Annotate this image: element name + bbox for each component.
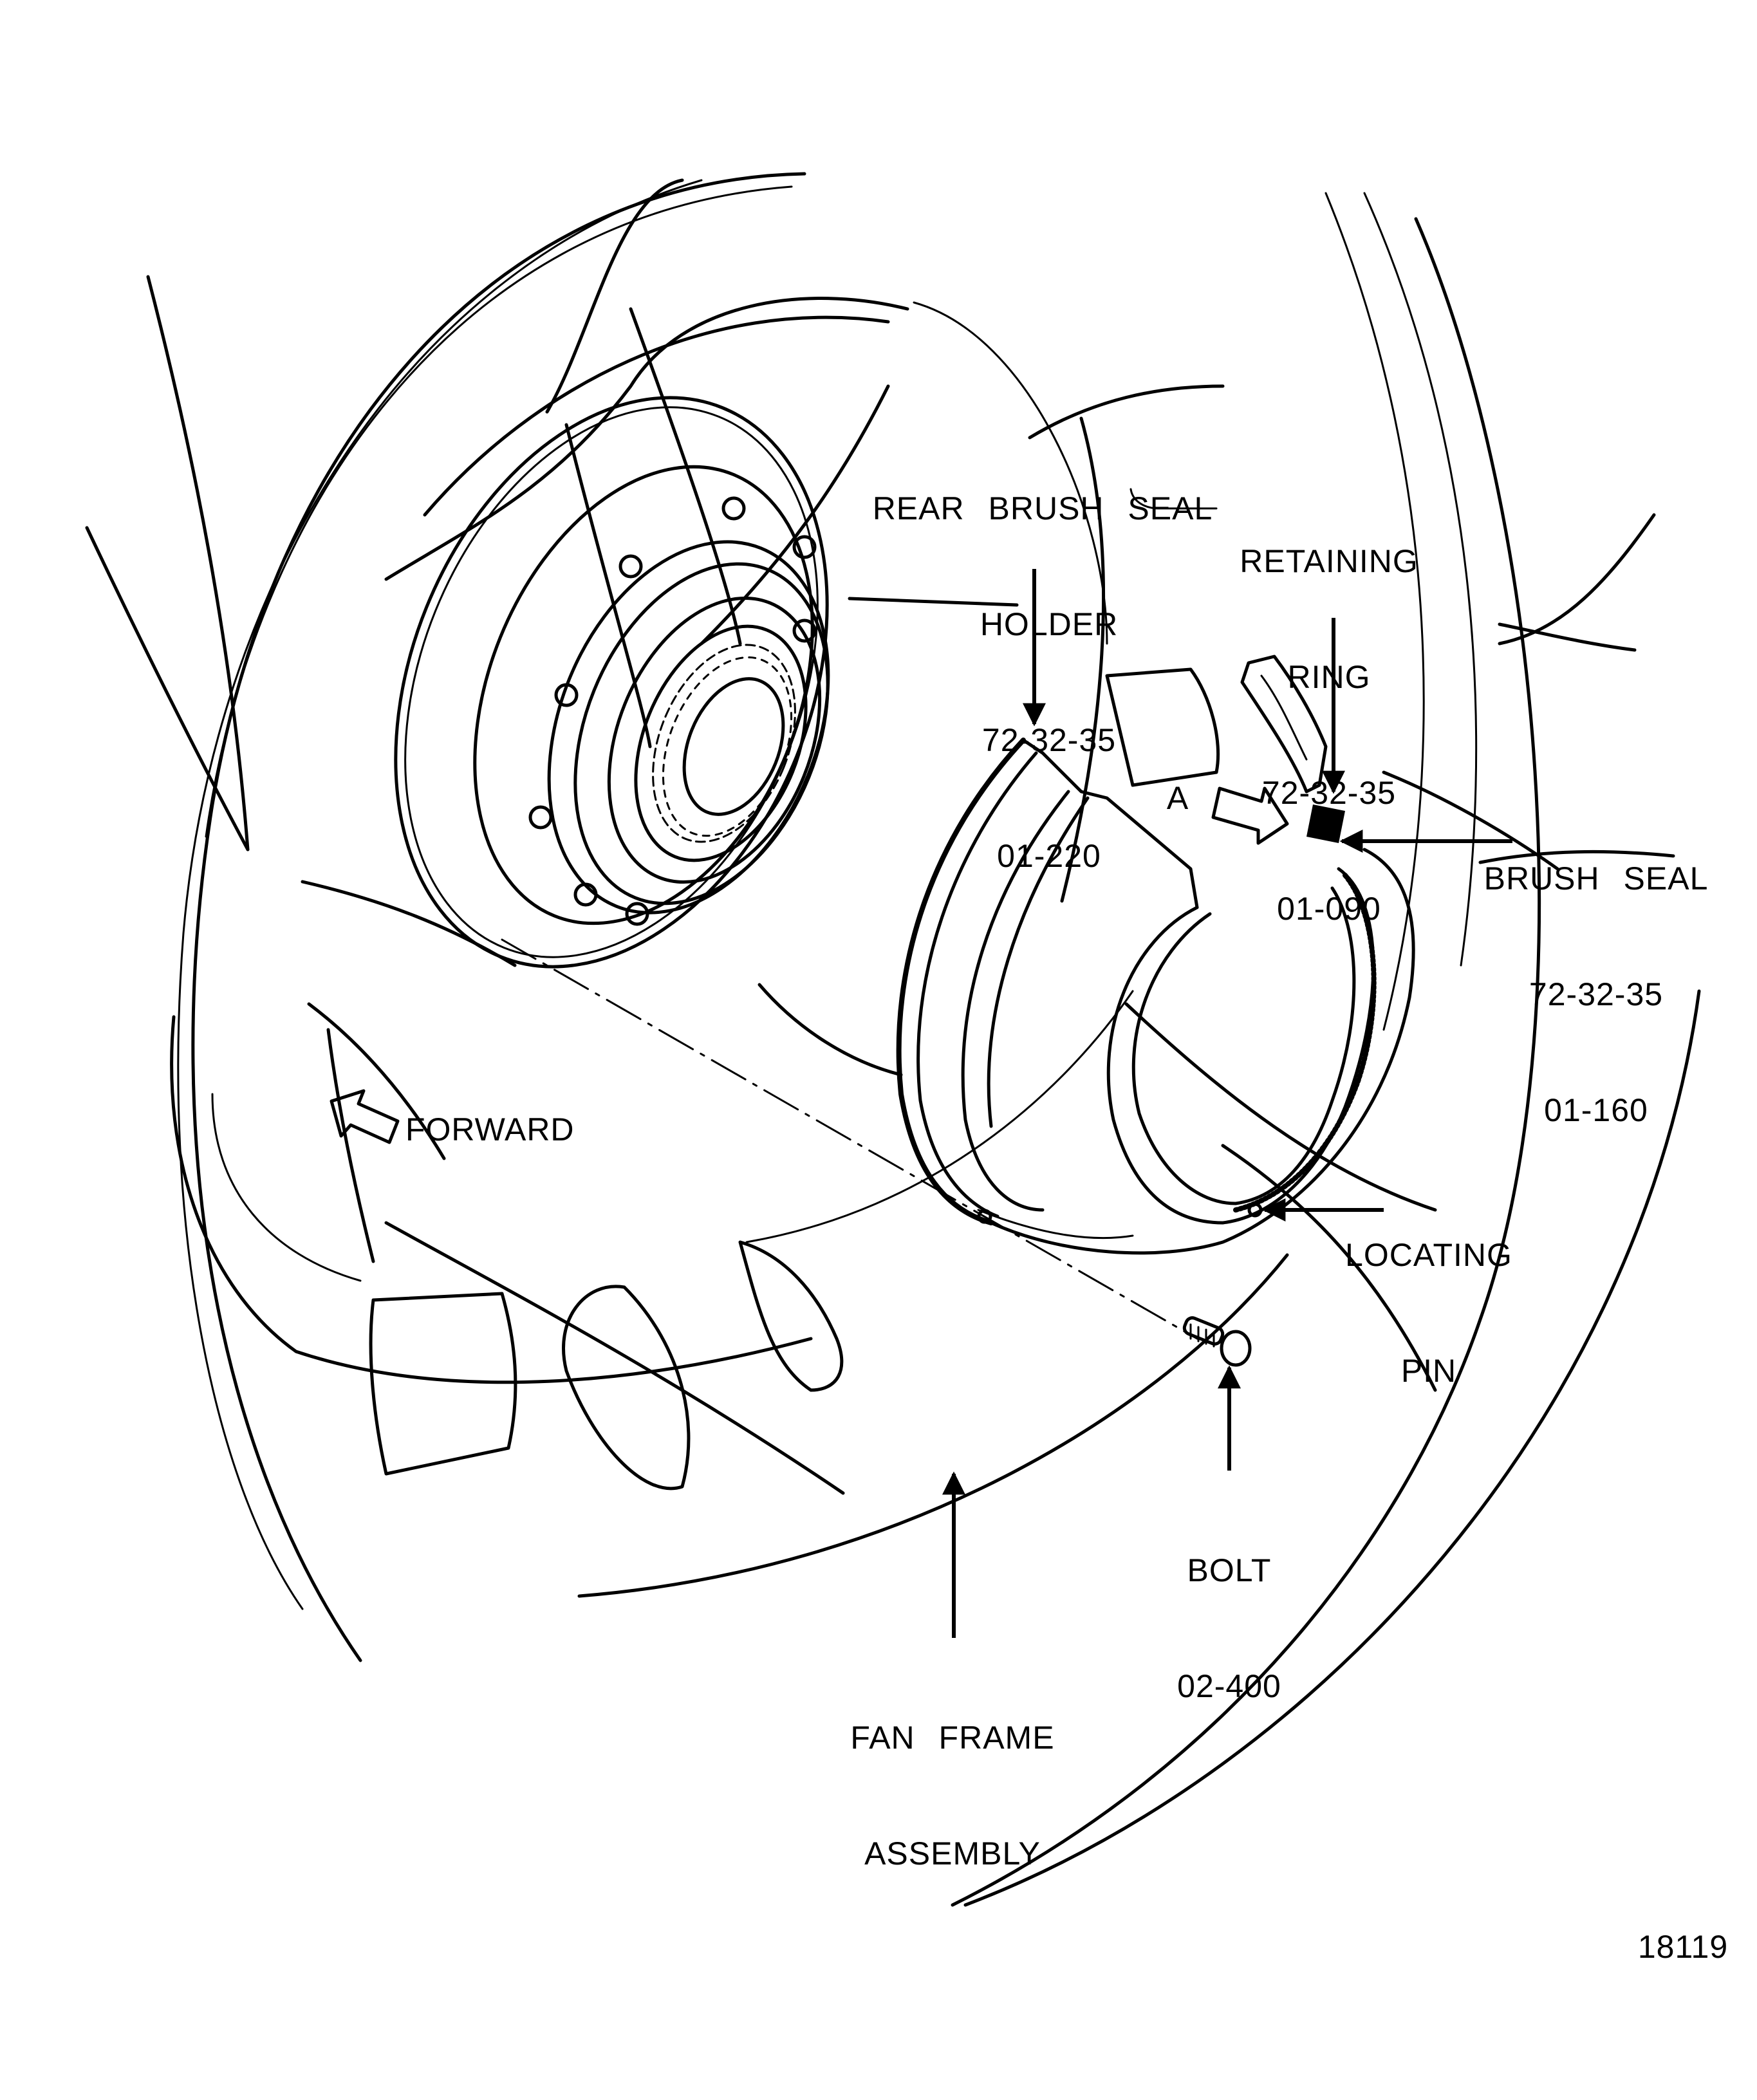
callout-name-line2: PIN bbox=[1400, 1353, 1457, 1389]
figure-number: 18119 bbox=[1637, 1929, 1729, 1965]
fan-frame-outer-casing bbox=[177, 172, 1701, 1907]
callout-name: FAN FRAME bbox=[850, 1720, 1055, 1756]
flange-bolt-heads bbox=[528, 496, 817, 926]
callout-name: LOCATING bbox=[1345, 1237, 1512, 1273]
callout-bolt: BOLT 02-400 bbox=[1158, 1474, 1300, 1744]
callout-name: BOLT bbox=[1187, 1552, 1272, 1588]
callout-name: BRUSH SEAL bbox=[1483, 860, 1709, 897]
rear-brush-seal-holder-part bbox=[896, 738, 1415, 1255]
forward-arrow-icon bbox=[330, 1089, 400, 1144]
callout-locating-pin: LOCATING PIN bbox=[1326, 1158, 1532, 1429]
callout-item: 01-160 bbox=[1544, 1092, 1648, 1128]
callout-name-line2: HOLDER bbox=[980, 606, 1119, 642]
retaining-ring-part bbox=[1240, 655, 1328, 794]
assembly-centerline bbox=[501, 938, 1198, 1340]
callout-name: RETAINING bbox=[1240, 543, 1418, 579]
callout-retaining-ring: RETAINING RING 72-32-35 01-090 bbox=[1220, 465, 1438, 967]
view-a-arrow-icon bbox=[1211, 786, 1289, 845]
callout-rear-brush-seal-holder: REAR BRUSH SEAL HOLDER 72-32-35 01-220 bbox=[850, 412, 1236, 914]
callout-item: 01-090 bbox=[1277, 891, 1381, 927]
callout-item: 01-220 bbox=[997, 838, 1101, 874]
fan-frame-cutouts bbox=[369, 667, 1220, 1491]
view-a-label: A bbox=[1166, 780, 1189, 816]
brush-seal-bristles bbox=[1233, 804, 1377, 1213]
callout-ref: 72-32-35 bbox=[1529, 976, 1664, 1012]
seal-housing-flange bbox=[394, 396, 1019, 969]
callout-ref: 72-32-35 bbox=[981, 722, 1117, 758]
callout-name-line2: ASSEMBLY bbox=[864, 1835, 1041, 1872]
forward-direction-label: FORWARD bbox=[405, 1111, 575, 1148]
callout-leaders bbox=[942, 488, 1512, 1638]
callout-item: 02-400 bbox=[1177, 1668, 1281, 1704]
callout-ref: 72-32-35 bbox=[1261, 775, 1397, 811]
bolt-part bbox=[1182, 1316, 1252, 1367]
callout-brush-seal: BRUSH SEAL 72-32-35 01-160 bbox=[1461, 782, 1731, 1168]
callout-name-line2: RING bbox=[1287, 659, 1371, 695]
callout-fan-frame-assembly: FAN FRAME ASSEMBLY bbox=[817, 1641, 1088, 1911]
callout-name: REAR BRUSH SEAL bbox=[872, 490, 1213, 526]
